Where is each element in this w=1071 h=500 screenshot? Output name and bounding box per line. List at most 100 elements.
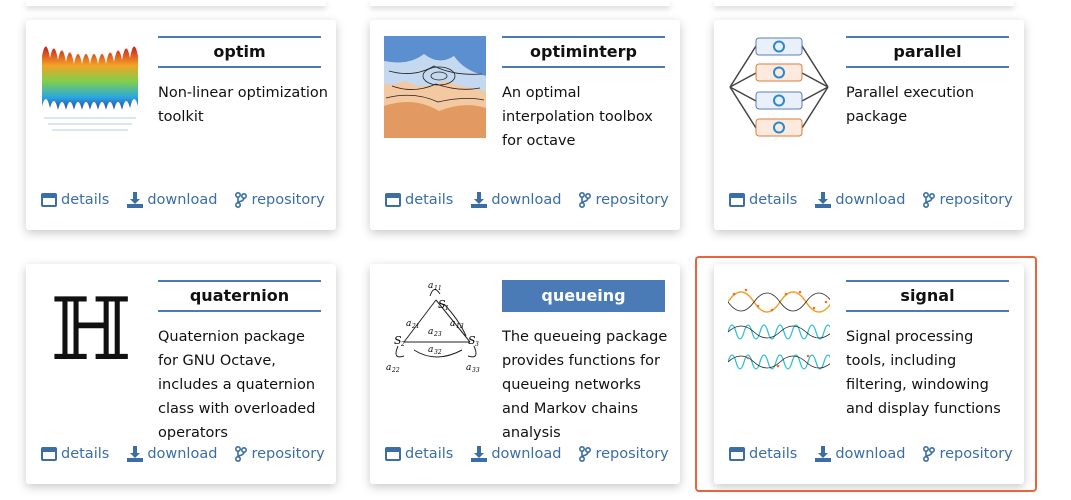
markov-label: 33 [472, 367, 480, 374]
details-link[interactable]: details [41, 192, 109, 208]
details-link[interactable]: details [729, 446, 797, 462]
repository-label: repository [251, 446, 325, 462]
card-description: An optimal interpolation toolbox for oct… [502, 85, 653, 149]
repository-link[interactable]: repository [235, 446, 325, 462]
card-edge-top [714, 0, 1014, 6]
details-link[interactable]: details [41, 446, 109, 462]
download-link[interactable]: download [127, 192, 217, 208]
repository-link[interactable]: repository [923, 446, 1013, 462]
repository-label: repository [595, 446, 669, 462]
markov-label: 11 [434, 285, 442, 292]
details-label: details [749, 446, 798, 462]
card-links: details download repository [729, 192, 1031, 208]
download-link[interactable]: download [127, 446, 217, 462]
download-link[interactable]: download [471, 446, 561, 462]
markov-label: a [428, 345, 433, 355]
branch-icon [923, 192, 936, 208]
download-icon [127, 446, 144, 462]
details-icon [41, 447, 57, 461]
download-label: download [835, 446, 906, 462]
repository-link[interactable]: repository [235, 192, 325, 208]
details-label: details [749, 192, 798, 208]
download-icon [127, 192, 144, 208]
contour-map-icon [384, 36, 486, 138]
download-link[interactable]: download [815, 446, 905, 462]
double-struck-h-icon: ℍ [50, 280, 132, 380]
details-link[interactable]: details [385, 446, 453, 462]
markov-label: S [438, 298, 446, 311]
details-icon [729, 447, 745, 461]
download-label: download [147, 446, 218, 462]
download-link[interactable]: download [471, 192, 561, 208]
download-icon [815, 446, 832, 462]
markov-label: 32 [434, 349, 442, 356]
package-card-signal: signal Signal processing tools, includin… [714, 264, 1024, 484]
download-label: download [491, 446, 562, 462]
markov-label: 3 [475, 341, 479, 348]
card-title[interactable]: optim [158, 36, 321, 68]
markov-label: 23 [433, 331, 442, 338]
waveform-icon [728, 288, 830, 370]
branch-icon [235, 446, 248, 462]
card-links: details download repository [729, 446, 1031, 462]
package-card-quaternion: ℍ quaternion Quaternion package for GNU … [26, 264, 336, 484]
card-title[interactable]: optiminterp [502, 36, 665, 68]
parallel-flow-icon [729, 37, 829, 137]
package-card-optiminterp: optiminterp An optimal interpolation too… [370, 20, 680, 230]
surface-plot-icon [42, 46, 138, 131]
card-links: details download repository [385, 192, 687, 208]
branch-icon [235, 192, 248, 208]
package-card-optim: optim Non-linear optimization toolkit de… [26, 20, 336, 230]
markov-label: S [468, 334, 476, 347]
card-title[interactable]: queueing [502, 280, 665, 312]
markov-label: 13 [456, 323, 464, 330]
markov-label: a [450, 319, 455, 329]
branch-icon [923, 446, 936, 462]
markov-label: a [428, 327, 433, 337]
details-link[interactable]: details [729, 192, 797, 208]
markov-label: 1 [445, 305, 449, 312]
details-link[interactable]: details [385, 192, 453, 208]
details-label: details [61, 446, 110, 462]
download-label: download [835, 192, 906, 208]
details-label: details [61, 192, 110, 208]
repository-label: repository [939, 192, 1013, 208]
details-label: details [405, 192, 454, 208]
markov-label: a [406, 319, 411, 329]
markov-label: S [394, 334, 402, 347]
markov-label: 22 [391, 367, 400, 374]
download-icon [815, 192, 832, 208]
card-description: Parallel execution package [846, 85, 975, 125]
repository-link[interactable]: repository [579, 446, 669, 462]
markov-label: 2 [400, 341, 405, 348]
card-description: Signal processing tools, including filte… [846, 329, 1001, 417]
card-title[interactable]: signal [846, 280, 1009, 312]
download-label: download [147, 192, 218, 208]
repository-label: repository [595, 192, 669, 208]
repository-link[interactable]: repository [923, 192, 1013, 208]
download-icon [471, 446, 488, 462]
repository-label: repository [939, 446, 1013, 462]
card-description: Non-linear optimization toolkit [158, 85, 328, 125]
details-icon [41, 193, 57, 207]
card-title[interactable]: quaternion [158, 280, 321, 312]
repository-label: repository [251, 192, 325, 208]
markov-label: 21 [411, 323, 420, 330]
card-links: details download repository [41, 446, 343, 462]
details-icon [385, 193, 401, 207]
package-card-queueing: a 11 S 1 a 21 a 13 a 23 S 2 S 3 a 32 a 2… [370, 264, 680, 484]
selection-highlight [695, 256, 1037, 492]
card-description: The queueing package provides functions … [502, 329, 668, 441]
details-icon [385, 447, 401, 461]
card-description: Quaternion package for GNU Octave, inclu… [158, 329, 316, 441]
markov-chain-icon: a 11 S 1 a 21 a 13 a 23 S 2 S 3 a 32 a 2… [386, 281, 480, 374]
markov-label: a [466, 363, 471, 373]
markov-label: a [428, 281, 433, 291]
card-edge-top [26, 0, 326, 6]
download-link[interactable]: download [815, 192, 905, 208]
download-label: download [491, 192, 562, 208]
repository-link[interactable]: repository [579, 192, 669, 208]
download-icon [471, 192, 488, 208]
card-title[interactable]: parallel [846, 36, 1009, 68]
details-label: details [405, 446, 454, 462]
